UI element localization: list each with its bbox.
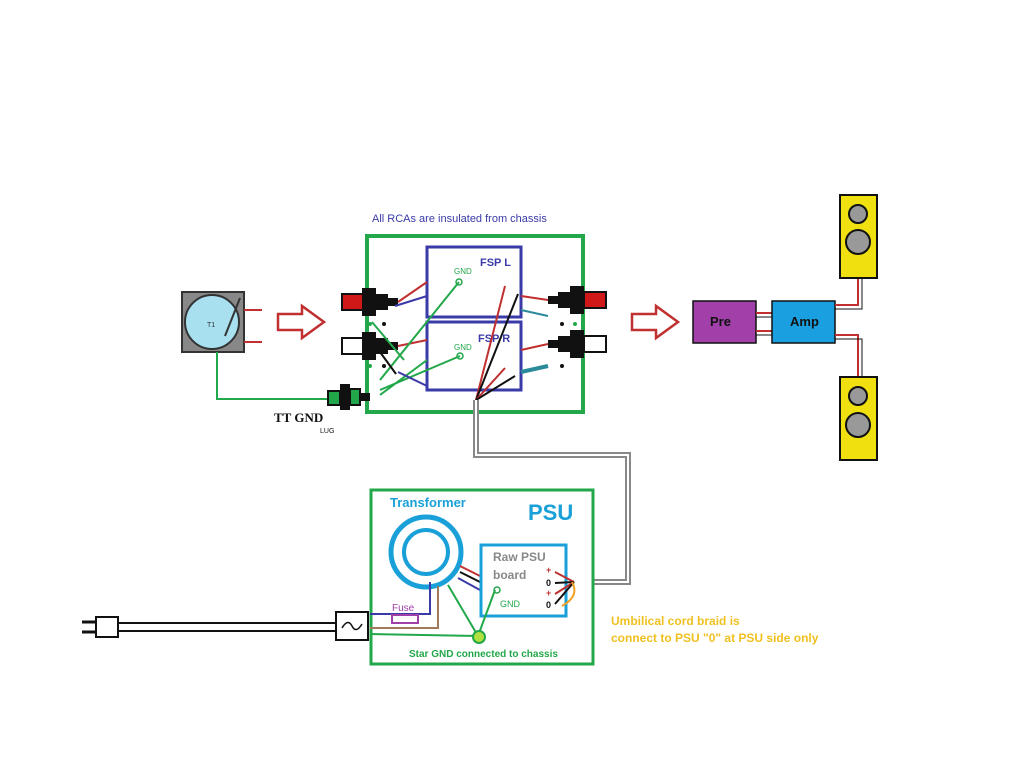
fsp-right-board [425,320,523,392]
fuse-label: Fuse [392,603,415,614]
rca-input-left [341,288,398,316]
transformer-label: Transformer [390,495,466,510]
rca-output-right [548,330,607,358]
umbilical-note-2: connect to PSU "0" at PSU side only [611,631,819,645]
speaker-top [839,194,878,279]
pre-label: Pre [710,314,731,329]
raw-psu-board [479,543,568,618]
fsp-left-label: FSP L [480,257,511,269]
umbilical-note-1: Umbilical cord braid is [611,614,740,628]
raw-psu-line2: board [493,568,526,582]
umbilical-cord [473,400,631,585]
psu-zero-1: 0 [546,578,551,588]
lug-label: LUG [320,428,334,435]
speaker-bottom [839,376,878,461]
signal-arrow-out [630,303,681,341]
amp-label: Amp [790,314,819,329]
transformer-toroid [388,514,464,590]
psu-output-wires [554,571,576,607]
psu-title: PSU [528,500,573,525]
iec-inlet [335,611,369,641]
preamp-box [692,300,757,344]
tt-gnd-label: TT GND [274,410,323,425]
mains-plug [95,616,119,638]
psu-plus-2: + [546,588,551,598]
signal-arrow-in [276,303,327,341]
raw-psu-line1: Raw PSU [493,550,546,564]
fsp-right-gnd: GND [454,343,472,352]
tt-ground-wire [216,352,330,400]
power-cord [82,616,336,638]
fsp-left-board [425,245,523,319]
turntable: T1 [181,291,262,353]
psu-plus-1: + [546,565,551,575]
psu-gnd-label: GND [500,599,521,609]
rca-output-left [548,286,607,314]
tt-ground-lug [327,384,370,410]
fuse [391,614,419,624]
fsp-left-gnd: GND [454,267,472,276]
rca-input-right [341,332,398,360]
rca-note: All RCAs are insulated from chassis [372,213,547,225]
star-ground-point [472,630,486,644]
star-gnd-label: Star GND connected to chassis [409,649,558,660]
psu-zero-2: 0 [546,600,551,610]
fsp-right-label: FSP R [478,333,510,345]
amp-box [771,300,836,344]
internal-wiring [368,281,577,401]
turntable-label: T1 [207,322,215,329]
